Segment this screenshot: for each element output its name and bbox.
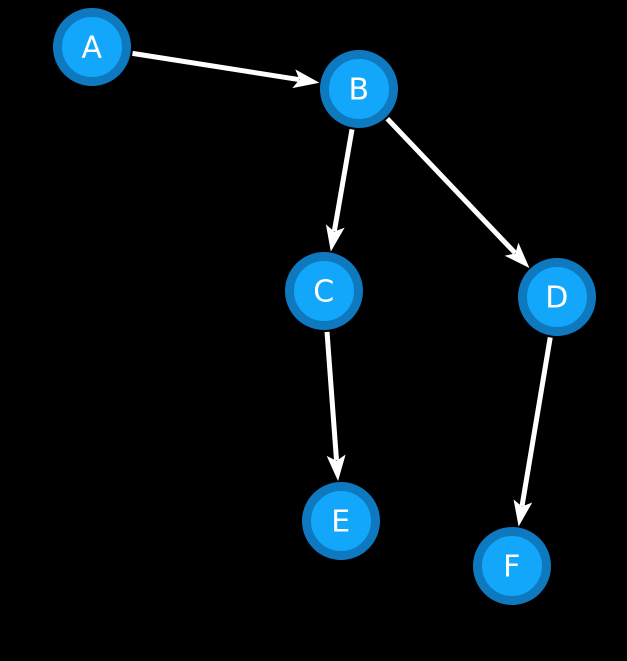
node-circle-d xyxy=(518,258,596,336)
node-circle-b xyxy=(320,50,398,128)
graph-node-b[interactable]: B xyxy=(320,50,398,128)
graph-edge-a-b xyxy=(132,50,300,83)
graph-edge-c-e xyxy=(324,331,340,461)
graph-node-f[interactable]: F xyxy=(473,527,551,605)
edges-layer xyxy=(132,50,553,527)
graph-edge-d-f xyxy=(519,337,553,507)
graph-arrowhead-c-e xyxy=(326,454,346,482)
node-label-f: F xyxy=(503,550,521,585)
node-label-c: C xyxy=(313,275,334,310)
node-label-b: B xyxy=(348,73,369,108)
node-circle-f xyxy=(473,527,551,605)
graph-arrowhead-b-c xyxy=(325,224,345,252)
graph-node-a[interactable]: A xyxy=(53,8,131,86)
graph-node-e[interactable]: E xyxy=(302,482,380,560)
graph-arrowhead-d-f xyxy=(513,499,533,527)
node-circle-e xyxy=(302,482,380,560)
graph-edge-b-d xyxy=(385,116,517,255)
nodes-layer: A B C D E F xyxy=(53,8,596,605)
graph-edge-b-c xyxy=(331,128,355,232)
graph-arrowhead-b-d xyxy=(504,242,530,269)
graph-arrowhead-a-b xyxy=(292,69,320,89)
node-circle-c xyxy=(285,252,363,330)
node-circle-a xyxy=(53,8,131,86)
node-label-e: E xyxy=(331,505,350,540)
graph-node-c[interactable]: C xyxy=(285,252,363,330)
node-label-a: A xyxy=(81,31,102,66)
graph-node-d[interactable]: D xyxy=(518,258,596,336)
node-label-d: D xyxy=(545,281,569,316)
